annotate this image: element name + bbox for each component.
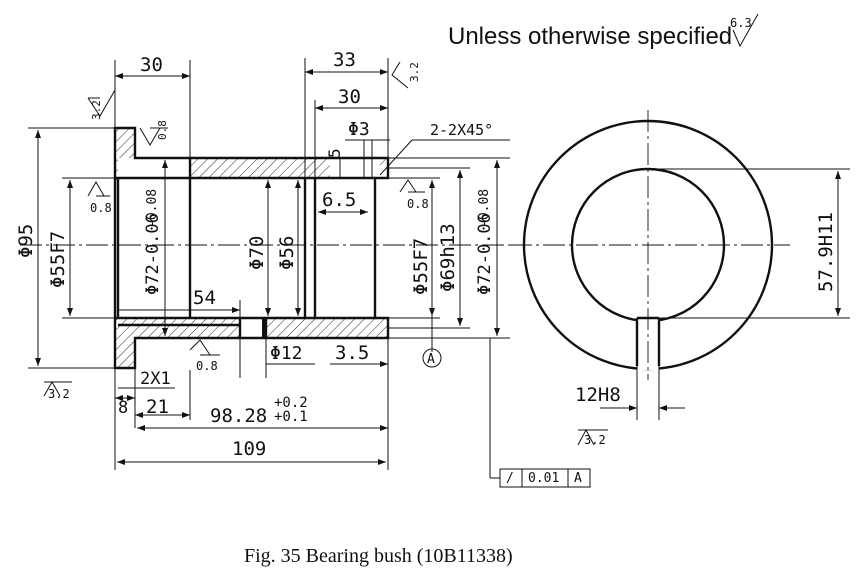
- svg-text:Φ3: Φ3: [348, 119, 370, 140]
- svg-text:30: 30: [338, 86, 361, 108]
- svg-text:+0.2: +0.2: [274, 395, 308, 411]
- svg-text:-0.08: -0.08: [477, 189, 492, 228]
- roughness-symbols: 3.2 0.8 3.2 0.8 0.8 0.8 3.2: [43, 61, 608, 447]
- svg-text:2X1: 2X1: [140, 369, 171, 389]
- svg-text:3.5: 3.5: [335, 342, 369, 364]
- svg-text:-0.08: -0.08: [145, 189, 160, 228]
- svg-text:6.5: 6.5: [322, 189, 356, 211]
- roughness-right-top: 3.2: [391, 61, 421, 89]
- svg-text:3.2: 3.2: [408, 62, 421, 82]
- svg-text:0.01: 0.01: [528, 471, 559, 486]
- datum-a: A: [422, 348, 442, 368]
- svg-text:Φ55F7: Φ55F7: [47, 231, 69, 288]
- roughness-side-view: 3.2: [577, 428, 608, 447]
- roughness-left-bore: 0.8: [87, 180, 112, 215]
- svg-text:0.8: 0.8: [90, 201, 112, 215]
- svg-text:33: 33: [333, 49, 356, 71]
- svg-text:5: 5: [325, 148, 344, 158]
- general-note: Unless otherwise specified: [448, 23, 732, 50]
- svg-text:Φ72-0.06: Φ72-0.06: [143, 213, 163, 295]
- svg-text:3.2: 3.2: [48, 387, 70, 401]
- dimension-lines: [28, 58, 510, 479]
- svg-text:Φ70: Φ70: [246, 236, 268, 270]
- end-view: [510, 110, 850, 420]
- svg-text:A: A: [574, 471, 582, 486]
- svg-text:Φ56: Φ56: [276, 236, 298, 270]
- svg-text:3.2: 3.2: [90, 100, 103, 120]
- section-view: [20, 126, 512, 370]
- svg-text:109: 109: [232, 438, 266, 460]
- svg-text:2-2X45°: 2-2X45°: [430, 121, 493, 139]
- svg-text:6.3: 6.3: [730, 16, 752, 30]
- svg-text:Φ69h13: Φ69h13: [437, 223, 459, 292]
- svg-text:+0.1: +0.1: [274, 409, 308, 425]
- svg-text:Φ95: Φ95: [15, 224, 37, 258]
- lower-wall-hatch: [115, 318, 388, 368]
- svg-text:0.8: 0.8: [407, 197, 429, 211]
- runout-tolerance-frame: / 0.01 A: [499, 468, 591, 488]
- dim-57-9: 57.9H11: [815, 212, 837, 292]
- figure-caption: Fig. 35 Bearing bush (10B11338): [244, 545, 513, 567]
- svg-text:A: A: [427, 352, 435, 367]
- roughness-top-left: 3.2: [87, 89, 116, 120]
- roughness-symbol-general: 6.3: [730, 13, 759, 48]
- roughness-bottom-left: 3.2: [43, 380, 72, 401]
- dimension-texts: 30 33 30 Φ3 2-2X45° 5 6.5 Φ95 Φ55F7 Φ72-…: [15, 49, 495, 460]
- svg-text:21: 21: [146, 396, 169, 418]
- svg-text:0.8: 0.8: [196, 359, 218, 373]
- roughness-flange: 0.8: [139, 120, 169, 146]
- dim-12h8: 12H8: [575, 384, 621, 406]
- roughness-right-bore: 0.8: [399, 179, 429, 211]
- svg-text:98.28: 98.28: [210, 405, 267, 427]
- svg-text:Φ55F7: Φ55F7: [410, 238, 432, 295]
- svg-text:30: 30: [140, 54, 163, 76]
- svg-text:/: /: [506, 471, 514, 486]
- svg-text:8: 8: [118, 398, 128, 418]
- svg-text:0.8: 0.8: [156, 120, 169, 140]
- roughness-bottom: 0.8: [189, 339, 220, 373]
- svg-text:Φ12: Φ12: [270, 343, 303, 364]
- svg-text:Φ72-0.06: Φ72-0.06: [475, 213, 495, 295]
- svg-text:54: 54: [193, 287, 216, 309]
- svg-text:3.2: 3.2: [584, 433, 606, 447]
